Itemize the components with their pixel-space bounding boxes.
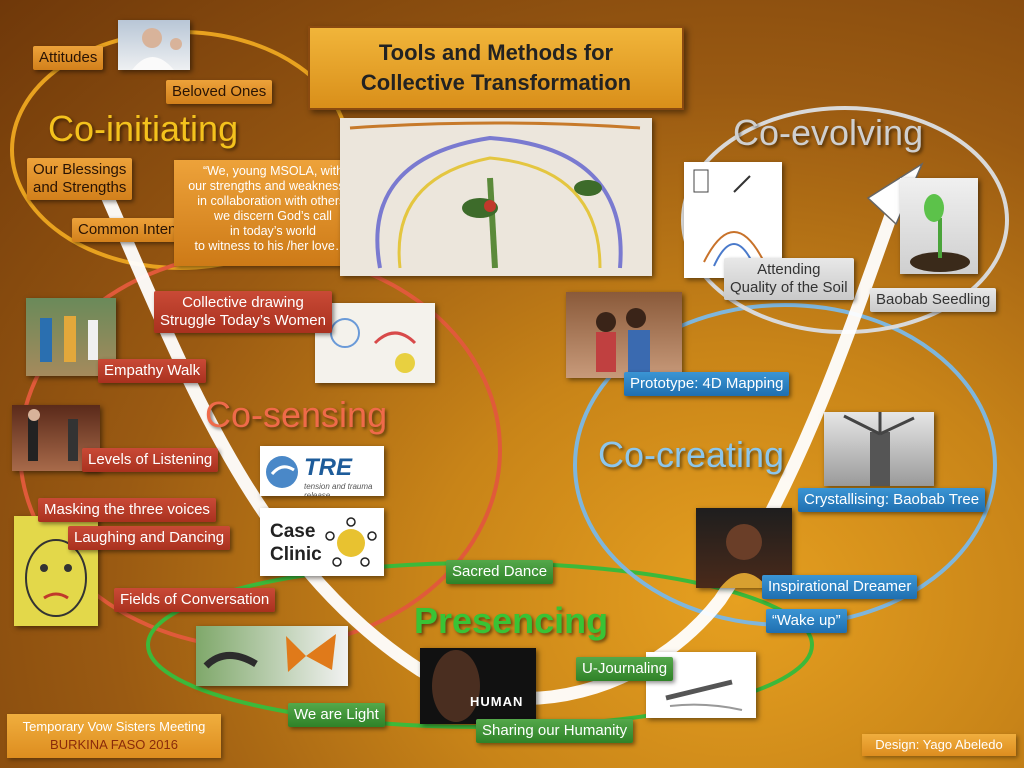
label-sharing-humanity: Sharing our Humanity bbox=[476, 719, 634, 743]
label-blessings-line-2: and Strengths bbox=[33, 179, 127, 196]
photo-human-film: HUMAN bbox=[420, 648, 536, 724]
label-inspirational-dreamer: Inspirational Dreamer bbox=[762, 575, 918, 599]
label-collective-drawing-line-2: Struggle Today’s Women bbox=[160, 312, 326, 329]
title-line-1: Tools and Methods for bbox=[378, 40, 614, 65]
quote-line: our strengths and weaknesses bbox=[188, 179, 358, 193]
photo-collective-drawing-women bbox=[315, 303, 435, 383]
mission-quote: “We, young MSOLA, with our strengths and… bbox=[174, 160, 372, 266]
label-u-journaling: U-Journaling bbox=[576, 657, 674, 681]
label-wake-up: “Wake up” bbox=[766, 609, 847, 633]
case-clinic-line-2: Clinic bbox=[270, 544, 322, 565]
title-box: Tools and Methods for Collective Transfo… bbox=[308, 26, 684, 110]
phase-presencing: Presencing bbox=[414, 600, 609, 641]
quote-line: to witness to his /her love…” bbox=[194, 239, 352, 253]
label-empathy-walk: Empathy Walk bbox=[98, 359, 207, 383]
photo-4d-mapping bbox=[566, 292, 682, 378]
label-collective-drawing-line-1: Collective drawing bbox=[182, 294, 304, 311]
case-clinic-line-1: Case bbox=[270, 521, 316, 542]
label-blessings: Our Blessings and Strengths bbox=[27, 158, 133, 200]
tre-caption: tension and trauma release bbox=[304, 482, 373, 496]
label-attitudes: Attitudes bbox=[33, 46, 104, 70]
footer-place: BURKINA FASO 2016 bbox=[50, 737, 178, 752]
footer-meeting-info: Temporary Vow Sisters Meeting BURKINA FA… bbox=[7, 714, 221, 758]
label-beloved-ones: Beloved Ones bbox=[166, 80, 273, 104]
case-clinic-text: Case Clinic bbox=[270, 520, 322, 566]
photo-mask-drawing bbox=[14, 516, 98, 626]
quote-line: in collaboration with others, bbox=[197, 194, 349, 208]
label-common-intent: Common Intent bbox=[72, 218, 187, 242]
case-clinic-icon bbox=[325, 517, 377, 567]
photo-collective-drawing-tree bbox=[340, 118, 652, 276]
label-masking-voices: Masking the three voices bbox=[38, 498, 216, 522]
label-attending-soil: Attending Quality of the Soil bbox=[724, 258, 854, 300]
photo-caterpillar-butterfly bbox=[196, 626, 348, 686]
quote-line: we discern God’s call bbox=[214, 209, 332, 223]
label-sacred-dance: Sacred Dance bbox=[446, 560, 554, 584]
label-levels-of-listening: Levels of Listening bbox=[82, 448, 219, 472]
label-blessings-line-1: Our Blessings bbox=[33, 161, 127, 178]
phase-co-evolving: Co-evolving bbox=[733, 112, 924, 153]
footer-meeting: Temporary Vow Sisters Meeting bbox=[22, 719, 206, 734]
label-crystallising: Crystallising: Baobab Tree bbox=[798, 488, 986, 512]
phase-co-creating: Co-creating bbox=[598, 434, 785, 475]
quote-line: in today’s world bbox=[230, 224, 316, 238]
title-line-2: Collective Transformation bbox=[360, 70, 632, 95]
label-attending-line-2: Quality of the Soil bbox=[730, 279, 848, 296]
u-path bbox=[93, 173, 907, 705]
photo-tre-logo: TRE tension and trauma release bbox=[260, 446, 384, 496]
label-baobab-seedling: Baobab Seedling bbox=[870, 288, 997, 312]
footer-design-credit: Design: Yago Abeledo bbox=[862, 734, 1016, 756]
phase-co-initiating: Co-initiating bbox=[48, 108, 239, 149]
label-laughing-dancing: Laughing and Dancing bbox=[68, 526, 231, 550]
label-collective-drawing: Collective drawing Struggle Today’s Wome… bbox=[154, 291, 332, 333]
tre-logo-text: TRE bbox=[304, 454, 352, 481]
label-we-are-light: We are Light bbox=[288, 703, 385, 727]
label-attending-line-1: Attending bbox=[757, 261, 821, 278]
phase-co-sensing: Co-sensing bbox=[205, 394, 388, 435]
photo-pope bbox=[118, 20, 190, 70]
label-fields-of-conversation: Fields of Conversation bbox=[114, 588, 276, 612]
quote-line: “We, young MSOLA, with bbox=[202, 164, 344, 178]
photo-case-clinic: Case Clinic bbox=[260, 508, 384, 576]
photo-baobab-tree bbox=[824, 412, 934, 486]
label-prototype-4d: Prototype: 4D Mapping bbox=[624, 372, 790, 396]
photo-baobab-seedling bbox=[900, 178, 978, 274]
photo-inspirational-dreamer bbox=[696, 508, 792, 588]
human-film-title: HUMAN bbox=[470, 694, 524, 709]
